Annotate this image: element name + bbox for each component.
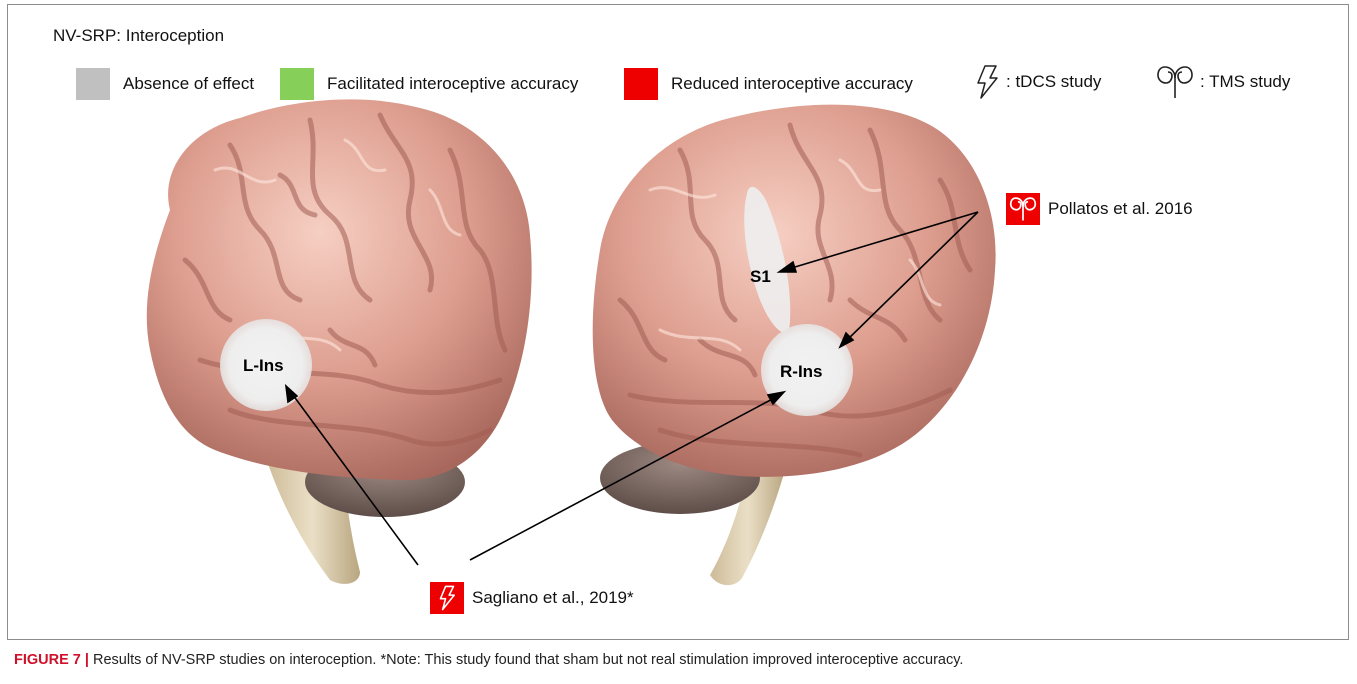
label-s1: S1 — [750, 267, 771, 287]
label-right-insula: R-Ins — [780, 362, 823, 382]
study-sagliano: Sagliano et al., 2019* — [430, 582, 634, 614]
study-sagliano-label: Sagliano et al., 2019* — [472, 588, 634, 608]
label-left-insula: L-Ins — [243, 356, 284, 376]
tdcs-badge — [430, 582, 464, 614]
right-brain — [593, 105, 996, 586]
study-pollatos: Pollatos et al. 2016 — [1006, 193, 1193, 225]
brain-illustrations — [0, 0, 1357, 640]
tms-coil-icon — [1009, 196, 1037, 222]
left-brain — [147, 99, 532, 584]
caption-lead: FIGURE 7 | — [14, 652, 89, 668]
study-pollatos-label: Pollatos et al. 2016 — [1048, 199, 1193, 219]
caption-text: Results of NV-SRP studies on interocepti… — [89, 652, 963, 668]
right-cortex — [593, 105, 996, 477]
figure-caption: FIGURE 7 | Results of NV-SRP studies on … — [14, 652, 963, 668]
tms-badge — [1006, 193, 1040, 225]
lightning-icon — [437, 585, 457, 611]
